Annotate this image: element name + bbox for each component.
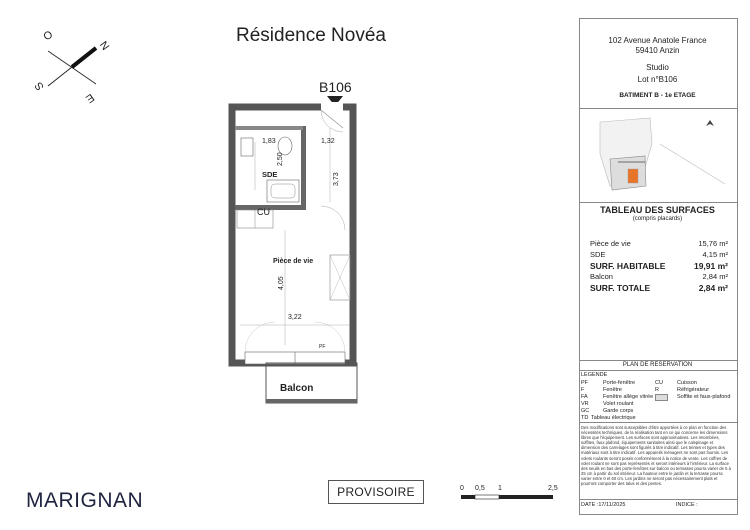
divider bbox=[579, 108, 737, 109]
legend-item: Cuisson bbox=[677, 380, 697, 386]
site-map bbox=[599, 117, 726, 191]
page-title: Résidence Novéa bbox=[236, 25, 386, 46]
scale-label-05: 0,5 bbox=[475, 485, 485, 492]
pf-label: PF bbox=[319, 344, 326, 350]
surface-unit: m² bbox=[719, 250, 728, 259]
surface-unit: m² bbox=[719, 239, 728, 248]
lot-number: Lot n°B106 bbox=[637, 75, 678, 84]
balcon-unit: m² bbox=[719, 272, 728, 281]
unit-type: Studio bbox=[646, 63, 669, 72]
legend-item: R bbox=[655, 387, 659, 393]
totale-label: SURF. TOTALE bbox=[590, 283, 651, 293]
logo-text: MARIGNAN bbox=[26, 489, 144, 512]
legend-item: TD bbox=[581, 415, 589, 421]
date-label: DATE :17/11/2025 bbox=[581, 502, 626, 508]
surface-value: 15,76 bbox=[698, 239, 718, 248]
legend-item: Porte-fenêtre bbox=[603, 380, 636, 386]
scale-bar bbox=[461, 494, 553, 500]
legend-item: GC bbox=[581, 408, 590, 414]
dim-sde-width: 1,83 bbox=[262, 138, 276, 145]
legend-item: Fenêtre allège vitrée bbox=[603, 394, 654, 400]
legend-item: F bbox=[581, 387, 585, 393]
room-label-piece: Pièce de vie bbox=[273, 258, 314, 265]
compass-rose-icon bbox=[47, 46, 98, 87]
plan-title: PLAN DE RESERVATION bbox=[622, 362, 693, 368]
room-label-balcon: Balcon bbox=[280, 383, 314, 394]
room-label-sde: SDE bbox=[262, 170, 278, 179]
lot-tag: B106 bbox=[319, 79, 352, 95]
totale-value: 2,84 m² bbox=[698, 283, 728, 293]
legend-item: Réfrigérateur bbox=[677, 387, 710, 393]
surface-totale-row: SURF. TOTALE 2,84 m² bbox=[590, 283, 728, 293]
surface-label: SDE bbox=[590, 250, 606, 259]
balcon-label: Balcon bbox=[590, 272, 613, 281]
balcon-row: Balcon 2,84 m² bbox=[590, 272, 728, 281]
surface-row: SDE 4,15 m² bbox=[590, 250, 728, 259]
indice-label: INDICE : bbox=[676, 502, 698, 508]
marignan-logo: MARIGNAN bbox=[26, 489, 143, 513]
divider bbox=[579, 202, 737, 203]
floor-plan bbox=[228, 102, 358, 404]
entrance-arrow-icon bbox=[327, 96, 343, 106]
info-panel bbox=[579, 18, 738, 515]
dim-sde-height: 2,50 bbox=[277, 152, 284, 166]
table-subtitle: (compris placards) bbox=[632, 216, 683, 222]
divider bbox=[579, 360, 737, 361]
legend-item: Tableau électrique bbox=[591, 415, 636, 421]
balcon-value: 2,84 bbox=[702, 272, 718, 281]
disclaimer-text: Des modifications sont susceptibles d'êt… bbox=[581, 425, 731, 487]
legend-item: Fenêtre bbox=[603, 387, 622, 393]
legend-title: LEGENDE bbox=[581, 372, 608, 378]
address-line-1: 102 Avenue Anatole France bbox=[608, 36, 707, 45]
divider bbox=[579, 370, 737, 371]
soffite-swatch bbox=[655, 394, 668, 401]
surface-habitable-row: SURF. HABITABLE 19,91 m² bbox=[590, 261, 728, 271]
surface-value: 4,15 bbox=[702, 250, 718, 259]
table-title: TABLEAU DES SURFACES bbox=[600, 205, 715, 215]
scale-label-25: 2,5 bbox=[548, 485, 558, 492]
room-label-cu: CU bbox=[257, 207, 270, 217]
legend-item: Volet roulant bbox=[603, 401, 634, 407]
batiment-label: BATIMENT B - 1e ETAGE bbox=[619, 92, 696, 99]
legend-item: FA bbox=[581, 394, 588, 400]
habitable-label: SURF. HABITABLE bbox=[590, 261, 666, 271]
habitable-value: 19,91 m² bbox=[693, 261, 728, 271]
dim-entry-width: 1,32 bbox=[321, 138, 335, 145]
legend-item: PF bbox=[581, 380, 589, 386]
legend-item: CU bbox=[655, 380, 663, 386]
divider bbox=[579, 499, 737, 500]
legend-item: Garde corps bbox=[603, 408, 634, 414]
surface-row: Pièce de vie 15,76 m² bbox=[590, 239, 728, 248]
surface-label: Pièce de vie bbox=[590, 239, 631, 248]
dim-living-width: 3,22 bbox=[288, 314, 302, 321]
address-line-2: 59410 Anzin bbox=[635, 46, 680, 55]
scale-label-1: 1 bbox=[498, 485, 502, 492]
legend-item: VR bbox=[581, 401, 589, 407]
divider bbox=[579, 422, 737, 423]
dim-entry-height: 3,73 bbox=[333, 172, 340, 186]
scale-label-0: 0 bbox=[460, 485, 464, 492]
legend-item: Soffite et faux-plafond bbox=[677, 394, 731, 400]
dim-living-height: 4,05 bbox=[278, 276, 285, 290]
provisoire-stamp: PROVISOIRE bbox=[328, 480, 424, 504]
